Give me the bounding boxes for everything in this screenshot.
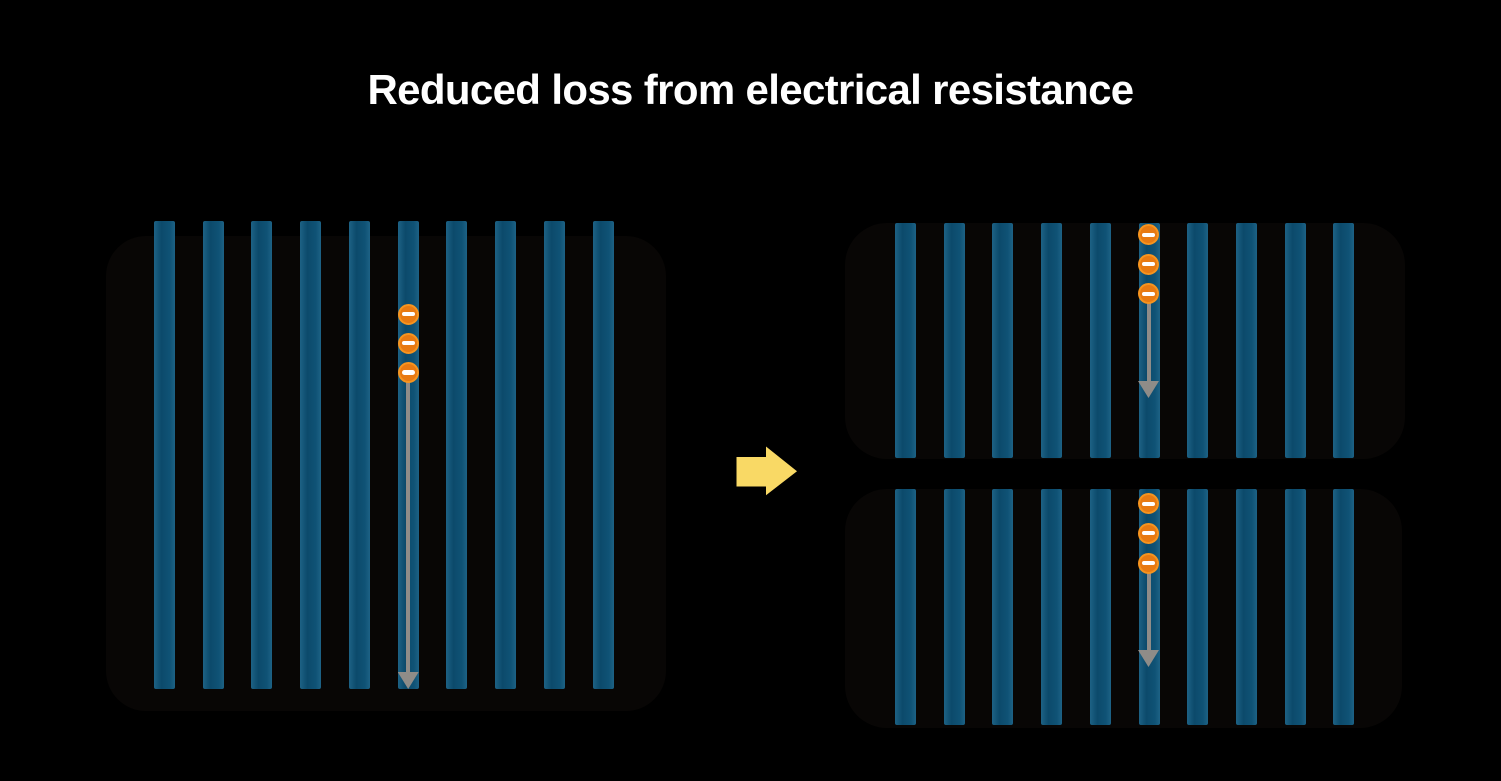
minus-sign-icon [1142, 232, 1155, 237]
right-bottom-fin-array-electron-icon [1138, 493, 1159, 515]
right-top-fin-array-fin [1089, 222, 1111, 458]
minus-sign-icon [401, 370, 415, 375]
transition-arrow-icon [736, 446, 797, 496]
left-fin-array-fin [495, 220, 517, 689]
minus-sign-icon [1142, 501, 1155, 506]
right-top-fin-array-electron-icon [1138, 283, 1159, 305]
left-fin-array-electron-icon [397, 362, 419, 383]
right-bottom-fin-array-fin [943, 489, 965, 725]
right-bottom-fin-array-fin [992, 489, 1014, 725]
right-top-fin-array-fin [895, 222, 916, 458]
left-fin-array-electron-icon [397, 303, 419, 325]
right-bottom-fin-array-electron-icon [1138, 522, 1159, 544]
right-bottom-fin-array-fin [1089, 489, 1111, 725]
minus-sign-icon [1142, 291, 1155, 296]
left-fin-array-fin [300, 220, 322, 689]
right-bottom-fin-array-backdrop [845, 489, 1402, 728]
left-fin-array-fin [348, 220, 370, 689]
right-top-fin-array-electron-icon [1138, 253, 1159, 275]
minus-sign-icon [1142, 530, 1155, 536]
minus-sign-icon [1142, 560, 1155, 566]
right-top-fin-array-fin [1284, 222, 1306, 458]
right-top-fin-array-backdrop [845, 222, 1405, 459]
right-top-fin-array-fin [1235, 222, 1257, 458]
left-fin-array-electron-icon [397, 332, 419, 354]
diagram-title: Reduced loss from electrical resistance [367, 66, 1134, 113]
left-fin-array-current-arrow-shaft [406, 376, 411, 673]
right-bottom-fin-array-fin [1041, 489, 1063, 725]
right-bottom-fin-array-fin [1187, 489, 1209, 725]
left-fin-array-fin [592, 220, 614, 689]
minus-sign-icon [401, 311, 415, 317]
right-top-fin-array-fin [992, 222, 1014, 458]
left-fin-array-fin [202, 220, 224, 689]
minus-sign-icon [1142, 262, 1155, 267]
minus-sign-icon [401, 341, 415, 346]
right-bottom-fin-array-fin [1235, 489, 1257, 725]
right-top-fin-array-fin [943, 222, 965, 458]
right-bottom-fin-array-fin [1284, 489, 1306, 725]
right-top-fin-array-current-arrow-shaft [1146, 298, 1151, 382]
right-bottom-fin-array-fin [1333, 489, 1355, 725]
left-fin-array-fin [154, 220, 175, 689]
right-top-fin-array-fin [1041, 222, 1063, 458]
right-top-fin-array-fin [1333, 222, 1355, 458]
left-fin-array-fin [543, 220, 565, 689]
left-fin-array-fin [251, 220, 273, 689]
right-top-fin-array-electron-icon [1138, 224, 1159, 246]
right-top-fin-array-fin [1187, 222, 1209, 458]
right-bottom-fin-array-electron-icon [1138, 552, 1159, 574]
left-fin-array-backdrop [106, 236, 666, 711]
right-bottom-fin-array-current-arrow-shaft [1146, 568, 1151, 651]
right-bottom-fin-array-fin [895, 489, 916, 725]
left-fin-array-fin [446, 220, 468, 689]
